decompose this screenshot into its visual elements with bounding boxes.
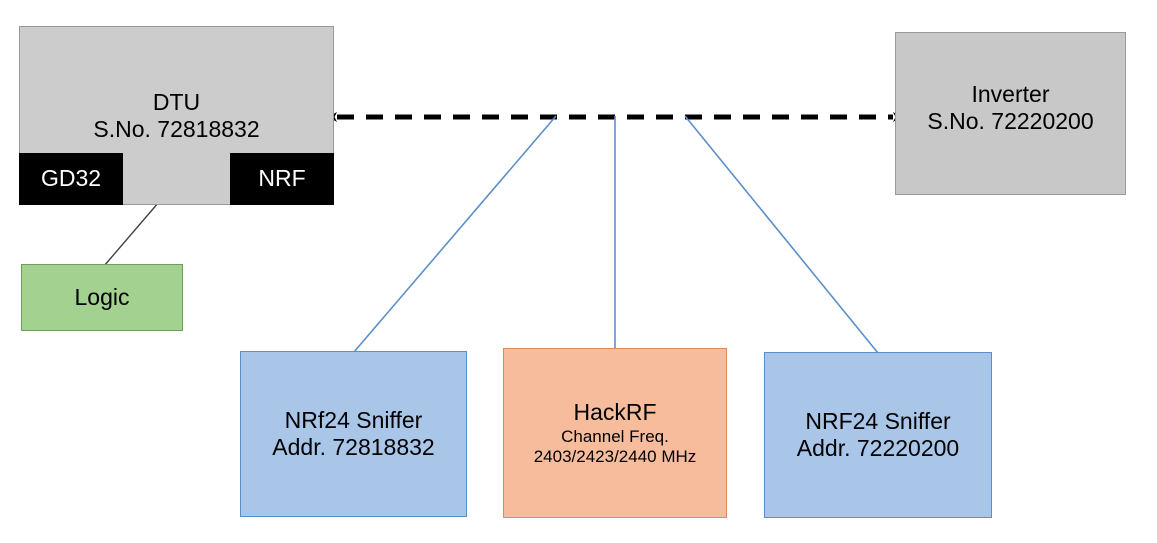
sniffer-left-address: Addr. 72818832 bbox=[272, 434, 435, 460]
rf-link-to-sniffer-left bbox=[353, 115, 557, 353]
node-logic-analyzer[interactable]: Logic bbox=[21, 264, 183, 331]
gd32-label: GD32 bbox=[40, 165, 102, 192]
hackrf-title: HackRF bbox=[573, 399, 657, 426]
dtu-title: DTU bbox=[152, 89, 201, 115]
node-sniffer-right[interactable]: NRF24 Sniffer Addr. 72220200 bbox=[764, 352, 992, 518]
node-hackrf[interactable]: HackRF Channel Freq. 2403/2423/2440 MHz bbox=[503, 348, 727, 518]
logic-label: Logic bbox=[74, 283, 130, 310]
sniffer-right-title: NRF24 Sniffer bbox=[805, 407, 951, 434]
node-inverter[interactable]: Inverter S.No. 72220200 bbox=[895, 32, 1126, 195]
hackrf-channel-label: Channel Freq. bbox=[561, 426, 669, 446]
rf-link-to-sniffer-right bbox=[684, 115, 879, 354]
inverter-serial: S.No. 72220200 bbox=[927, 108, 1094, 135]
node-sniffer-left[interactable]: NRf24 Sniffer Addr. 72818832 bbox=[240, 351, 467, 517]
node-gd32[interactable]: GD32 bbox=[19, 153, 123, 205]
sniffer-right-address: Addr. 72220200 bbox=[796, 435, 960, 461]
sniffer-left-title: NRf24 Sniffer bbox=[284, 406, 423, 433]
node-nrf[interactable]: NRF bbox=[230, 153, 334, 205]
nrf-label: NRF bbox=[258, 165, 306, 192]
hackrf-frequencies: 2403/2423/2440 MHz bbox=[533, 446, 697, 466]
inverter-title: Inverter bbox=[971, 81, 1050, 107]
dtu-serial: S.No. 72818832 bbox=[93, 116, 260, 143]
